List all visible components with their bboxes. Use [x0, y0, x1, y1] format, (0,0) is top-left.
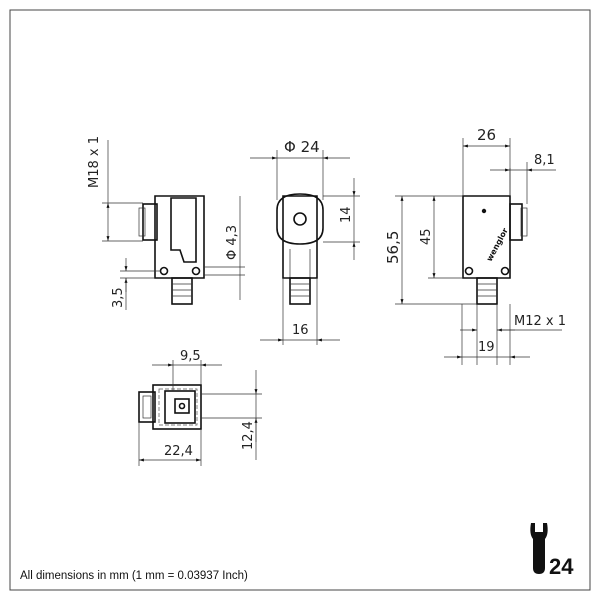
dim-56-5-label: 56,5 [384, 231, 402, 264]
dim-45-label: 45 [419, 228, 434, 245]
page-number: 24 [549, 554, 574, 579]
page-frame [9, 9, 591, 591]
side-view-left [102, 140, 245, 310]
dim-9-5-label: 9,5 [180, 349, 201, 364]
wrench-icon [530, 523, 548, 574]
dim-19-label: 19 [478, 340, 495, 355]
dim-22-4-label: 22,4 [164, 444, 193, 459]
dim-8-1-label: 8,1 [534, 153, 555, 168]
dim-3-5-label: 3,5 [111, 287, 126, 308]
dim-phi24-label: Φ 24 [284, 138, 320, 156]
dim-14-label: 14 [339, 206, 354, 223]
dim-hole-diameter-label: Φ 4,3 [225, 225, 240, 260]
dim-m12-label: M12 x 1 [514, 314, 566, 329]
side-view-right [395, 138, 562, 365]
dim-26-label: 26 [477, 126, 496, 144]
front-view [250, 150, 360, 345]
dim-m18-label: M18 x 1 [87, 136, 102, 188]
brand-dot-icon [481, 208, 487, 214]
dim-12-4-label: 12,4 [241, 421, 256, 450]
dim-16-label: 16 [292, 323, 309, 338]
footer-note: All dimensions in mm (1 mm = 0.03937 Inc… [20, 570, 248, 582]
brand-logo-text: wenglor [485, 227, 510, 263]
bottom-view [138, 360, 262, 466]
